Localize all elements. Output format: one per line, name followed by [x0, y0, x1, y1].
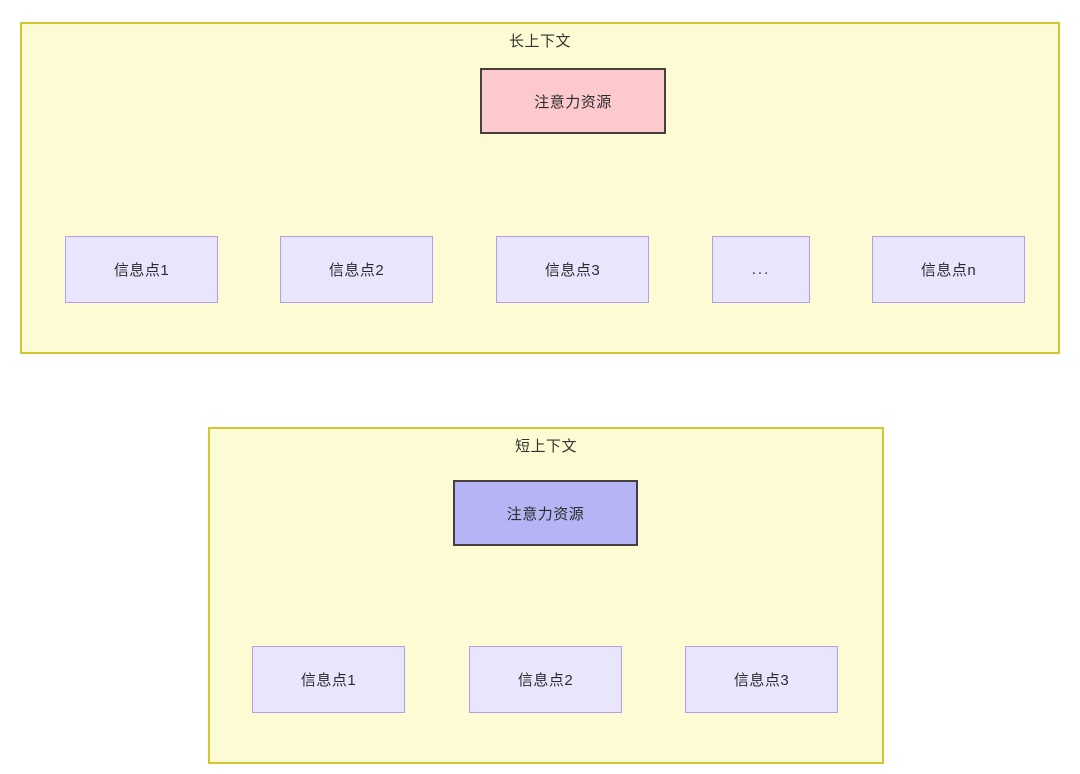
node-attention-resource-short[interactable]: 注意力资源	[453, 480, 638, 546]
panel-short-context	[208, 427, 884, 764]
node-info-point-n-long[interactable]: 信息点n	[872, 236, 1025, 303]
node-info-point-1-long[interactable]: 信息点1	[65, 236, 218, 303]
panel-short-context-title: 短上下文	[514, 438, 577, 455]
node-info-point-2-long[interactable]: 信息点2	[280, 236, 433, 303]
panel-long-context-title: 长上下文	[508, 33, 571, 50]
node-info-point-2-short[interactable]: 信息点2	[469, 646, 622, 713]
node-attention-resource-long[interactable]: 注意力资源	[480, 68, 666, 134]
node-info-point-3-short[interactable]: 信息点3	[685, 646, 838, 713]
node-info-point-ellipsis-long[interactable]: ...	[712, 236, 810, 303]
node-info-point-1-short[interactable]: 信息点1	[252, 646, 405, 713]
node-info-point-3-long[interactable]: 信息点3	[496, 236, 649, 303]
